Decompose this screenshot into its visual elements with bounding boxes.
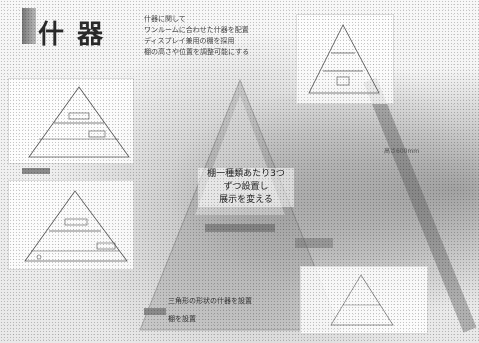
bottom-caption-2: 棚を設置 (168, 315, 196, 323)
shelf-elevation-diagram (28, 86, 130, 158)
description-block: 什器に関して ワンルームに合わせた什器を配置 ディスプレイ兼用の棚を採用 棚の高… (144, 14, 249, 58)
bottom-label-chip (144, 308, 166, 315)
diagram-panel-bottom-right (300, 266, 428, 334)
description-line: ワンルームに合わせた什器を配置 (144, 26, 249, 34)
center-caption: 棚一種類あたり3つ ずつ設置し 展示を変える (198, 168, 294, 207)
caption-line: 展示を変える (219, 195, 273, 205)
description-line: 什器に関して (144, 15, 186, 23)
shelf-front-diagram (308, 24, 380, 94)
panel-label-chip (22, 168, 50, 174)
diagram-panel-top-left (8, 78, 134, 164)
height-label: 高さ600mm (384, 148, 420, 155)
title-accent-bar (22, 8, 36, 44)
shelf-plan-diagram (330, 274, 394, 326)
caption-line: 棚一種類あたり3つ (207, 169, 285, 179)
description-line: 棚の高さや位置を調整可能にする (144, 48, 250, 56)
bottom-caption-1: 三角形の形状の什器を設置 (168, 297, 252, 305)
description-line: ディスプレイ兼用の棚を採用 (144, 37, 235, 45)
diagram-panel-bottom-left (8, 180, 134, 270)
caption-line: ずつ設置し (223, 182, 269, 192)
page-title: 什 器 (38, 20, 106, 50)
shelf-section-diagram (24, 190, 128, 262)
diagram-panel-top-right (296, 14, 394, 104)
